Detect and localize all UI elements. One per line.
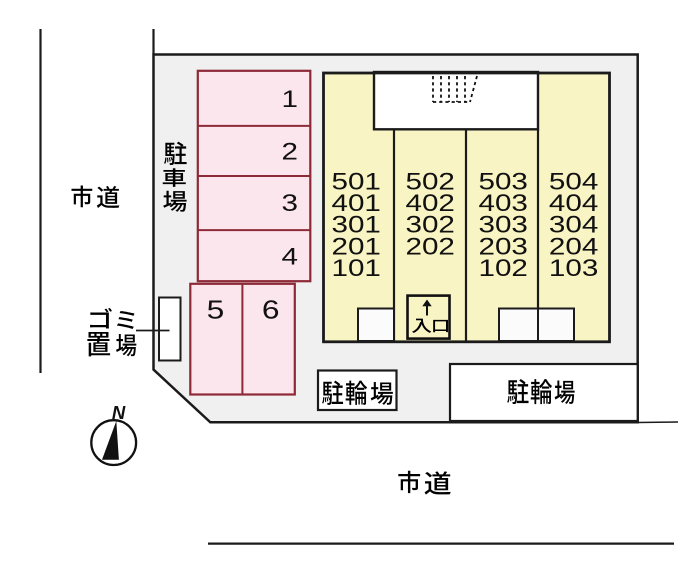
svg-text:303: 303	[478, 211, 527, 238]
svg-text:302: 302	[405, 211, 454, 238]
svg-text:502: 502	[405, 168, 454, 195]
svg-text:504: 504	[549, 168, 598, 195]
svg-text:1: 1	[282, 86, 298, 113]
svg-text:4: 4	[282, 243, 299, 270]
svg-text:204: 204	[549, 233, 598, 260]
svg-text:202: 202	[405, 233, 454, 260]
svg-text:304: 304	[549, 211, 598, 238]
svg-text:301: 301	[331, 211, 380, 238]
svg-text:103: 103	[549, 255, 598, 282]
svg-text:6: 6	[262, 296, 280, 325]
svg-text:101: 101	[331, 255, 380, 282]
svg-text:501: 501	[331, 168, 380, 195]
svg-text:203: 203	[478, 233, 527, 260]
svg-text:401: 401	[331, 190, 380, 217]
svg-text:503: 503	[478, 168, 527, 195]
svg-text:N: N	[112, 402, 126, 423]
svg-text:5: 5	[207, 296, 225, 325]
svg-text:402: 402	[405, 190, 454, 217]
svg-text:201: 201	[331, 233, 380, 260]
svg-text:3: 3	[282, 190, 298, 217]
svg-text:102: 102	[478, 255, 527, 282]
svg-text:403: 403	[478, 190, 527, 217]
svg-text:2: 2	[282, 138, 298, 165]
svg-text:404: 404	[549, 190, 598, 217]
